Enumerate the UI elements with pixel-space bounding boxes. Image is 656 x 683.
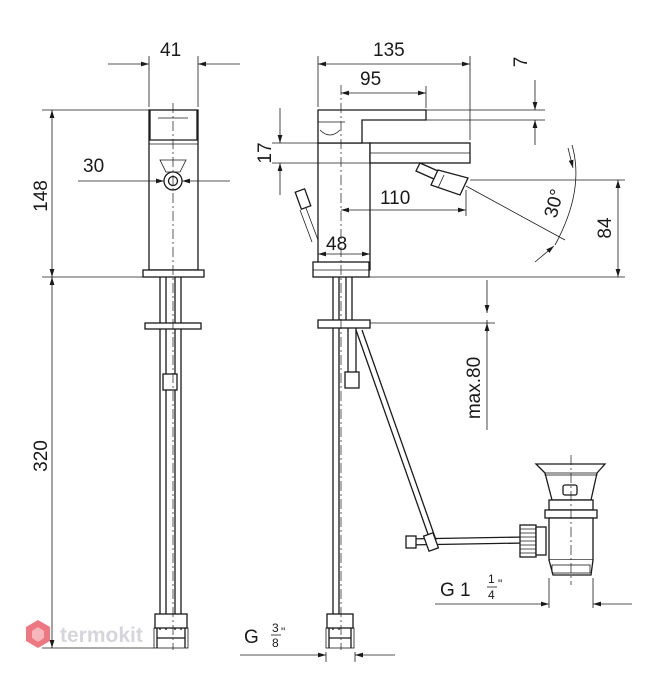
side-hose-connector [326,613,354,629]
dim-135: 135 [317,40,471,140]
dim-41: 41 [108,40,240,107]
waste-thread-callout: G 1 1 4 " [435,572,632,608]
side-rod-nut [344,371,360,389]
side-view [294,85,471,650]
front-lever [149,110,198,141]
dim-30-label: 30 [83,156,104,177]
watermark-brand: termokit [60,624,143,647]
dim-320-label: 320 [31,440,52,472]
waste-valve [405,455,607,585]
dim-30: 30 [78,156,230,184]
dim-95: 95 [341,69,427,108]
side-popup-rod [294,187,319,243]
front-hose-connector [154,613,188,629]
dim-48: 48 [318,234,370,257]
hose-thread-prefix: G [244,627,259,648]
hose-thread-numerator: 3 [272,621,279,635]
watermark-logo: termokit [26,620,143,648]
dim-148: 148 [31,109,149,278]
dim-148-label: 148 [31,180,52,212]
dim-95-label: 95 [360,69,381,90]
front-nozzle-cone [159,159,187,173]
hose-thread-unit: " [281,625,285,639]
dim-84-label: 84 [595,217,616,239]
dim-max-80: max.80 [370,280,495,430]
dim-320: 320 [31,277,154,649]
dim-84: 84 [369,180,625,278]
dim-17-label: 17 [255,142,276,163]
dim-41-label: 41 [160,40,181,61]
waste-thread-prefix: G 1 [440,580,471,601]
dim-max-80-label: max.80 [464,357,485,419]
side-lever [317,109,427,144]
hose-thread-denominator: 8 [272,636,279,650]
dim-48-label: 48 [326,234,347,255]
dim-7: 7 [426,57,545,145]
side-nozzle [415,162,469,196]
waste-thread-unit: " [498,577,502,591]
dim-7-label: 7 [511,57,532,68]
side-fixing-washer [317,319,371,329]
front-view [142,103,205,650]
front-base [142,269,205,278]
waste-thread-denominator: 4 [488,588,495,602]
dim-17: 17 [255,108,420,195]
dim-angle-30: 30° [465,144,625,263]
front-rod-nut [162,373,178,391]
waste-thread-numerator: 1 [488,572,495,586]
dim-angle-30-label: 30° [541,187,569,220]
hose-thread-callout: G 3 8 " [240,621,395,662]
dim-110-label: 110 [380,188,410,209]
dim-135-label: 135 [373,40,405,61]
dim-110: 110 [341,188,467,216]
side-body [317,142,371,271]
